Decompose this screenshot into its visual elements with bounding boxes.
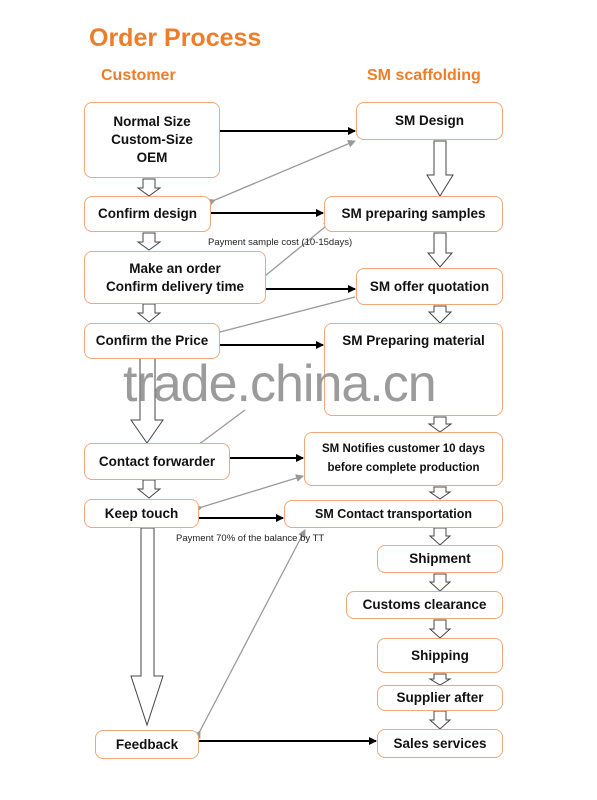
customer-confirm-design-box: Confirm design bbox=[84, 196, 211, 232]
customer-sizes-box: Normal Size Custom-Size OEM bbox=[84, 102, 220, 178]
down-arrow-s8 bbox=[428, 619, 452, 639]
supplier-after-box: Supplier after bbox=[377, 685, 503, 711]
supplier-customs-box: Customs clearance bbox=[346, 591, 503, 619]
supplier-shipping-box: Shipping bbox=[377, 638, 503, 673]
customer-keep-touch-box: Keep touch bbox=[84, 499, 199, 528]
down-arrow-c3 bbox=[136, 303, 162, 323]
down-arrow-c5 bbox=[136, 479, 162, 499]
supplier-contact-transportation-box: SM Contact transportation bbox=[284, 500, 503, 528]
gray-arrow-samples-order bbox=[257, 221, 332, 284]
supplier-design-box: SM Design bbox=[356, 102, 503, 140]
down-arrow-s5 bbox=[428, 486, 452, 500]
down-arrow-s1 bbox=[426, 140, 454, 197]
gray-arrow-transport-feedback bbox=[193, 529, 306, 740]
down-arrow-s10 bbox=[428, 710, 452, 730]
customer-confirm-price-box: Confirm the Price bbox=[84, 323, 220, 359]
sample-cost-note: Payment sample cost (10-15days) bbox=[208, 237, 353, 248]
supplier-column-heading: SM scaffolding bbox=[367, 67, 481, 84]
balance-payment-note: Payment 70% of the balance by TT bbox=[176, 533, 325, 544]
down-arrow-c2 bbox=[136, 232, 162, 251]
supplier-offer-quotation-box: SM offer quotation bbox=[356, 268, 503, 305]
down-arrow-c1 bbox=[136, 178, 162, 197]
supplier-preparing-material-box: SM Preparing material bbox=[324, 323, 503, 416]
gray-arrow-quotation-price bbox=[212, 296, 356, 338]
customer-contact-forwarder-box: Contact forwarder bbox=[84, 443, 230, 480]
customer-column-heading: Customer bbox=[101, 67, 176, 84]
down-arrow-c6 bbox=[130, 527, 164, 727]
supplier-preparing-samples-box: SM preparing samples bbox=[324, 196, 503, 232]
gray-arrow-notifies-keeptouch bbox=[194, 474, 304, 513]
down-arrow-s6 bbox=[428, 527, 452, 546]
supplier-shipment-box: Shipment bbox=[377, 545, 503, 573]
supplier-sales-services-box: Sales services bbox=[377, 729, 503, 758]
down-arrow-s7 bbox=[428, 573, 452, 592]
page-title: Order Process bbox=[89, 24, 262, 52]
watermark: trade.china.cn bbox=[123, 355, 437, 413]
gray-arrow-material-forwarder bbox=[189, 409, 246, 453]
down-arrow-s3 bbox=[427, 305, 453, 324]
down-arrow-c4 bbox=[130, 357, 164, 444]
down-arrow-s4 bbox=[427, 416, 453, 433]
down-arrow-s9 bbox=[428, 673, 452, 686]
customer-feedback-box: Feedback bbox=[95, 730, 199, 759]
customer-make-order-box: Make an order Confirm delivery time bbox=[84, 251, 266, 304]
supplier-notifies-box: SM Notifies customer 10 days before comp… bbox=[304, 432, 503, 486]
gray-arrow-design-confirm bbox=[206, 140, 356, 207]
down-arrow-s2 bbox=[426, 232, 454, 268]
